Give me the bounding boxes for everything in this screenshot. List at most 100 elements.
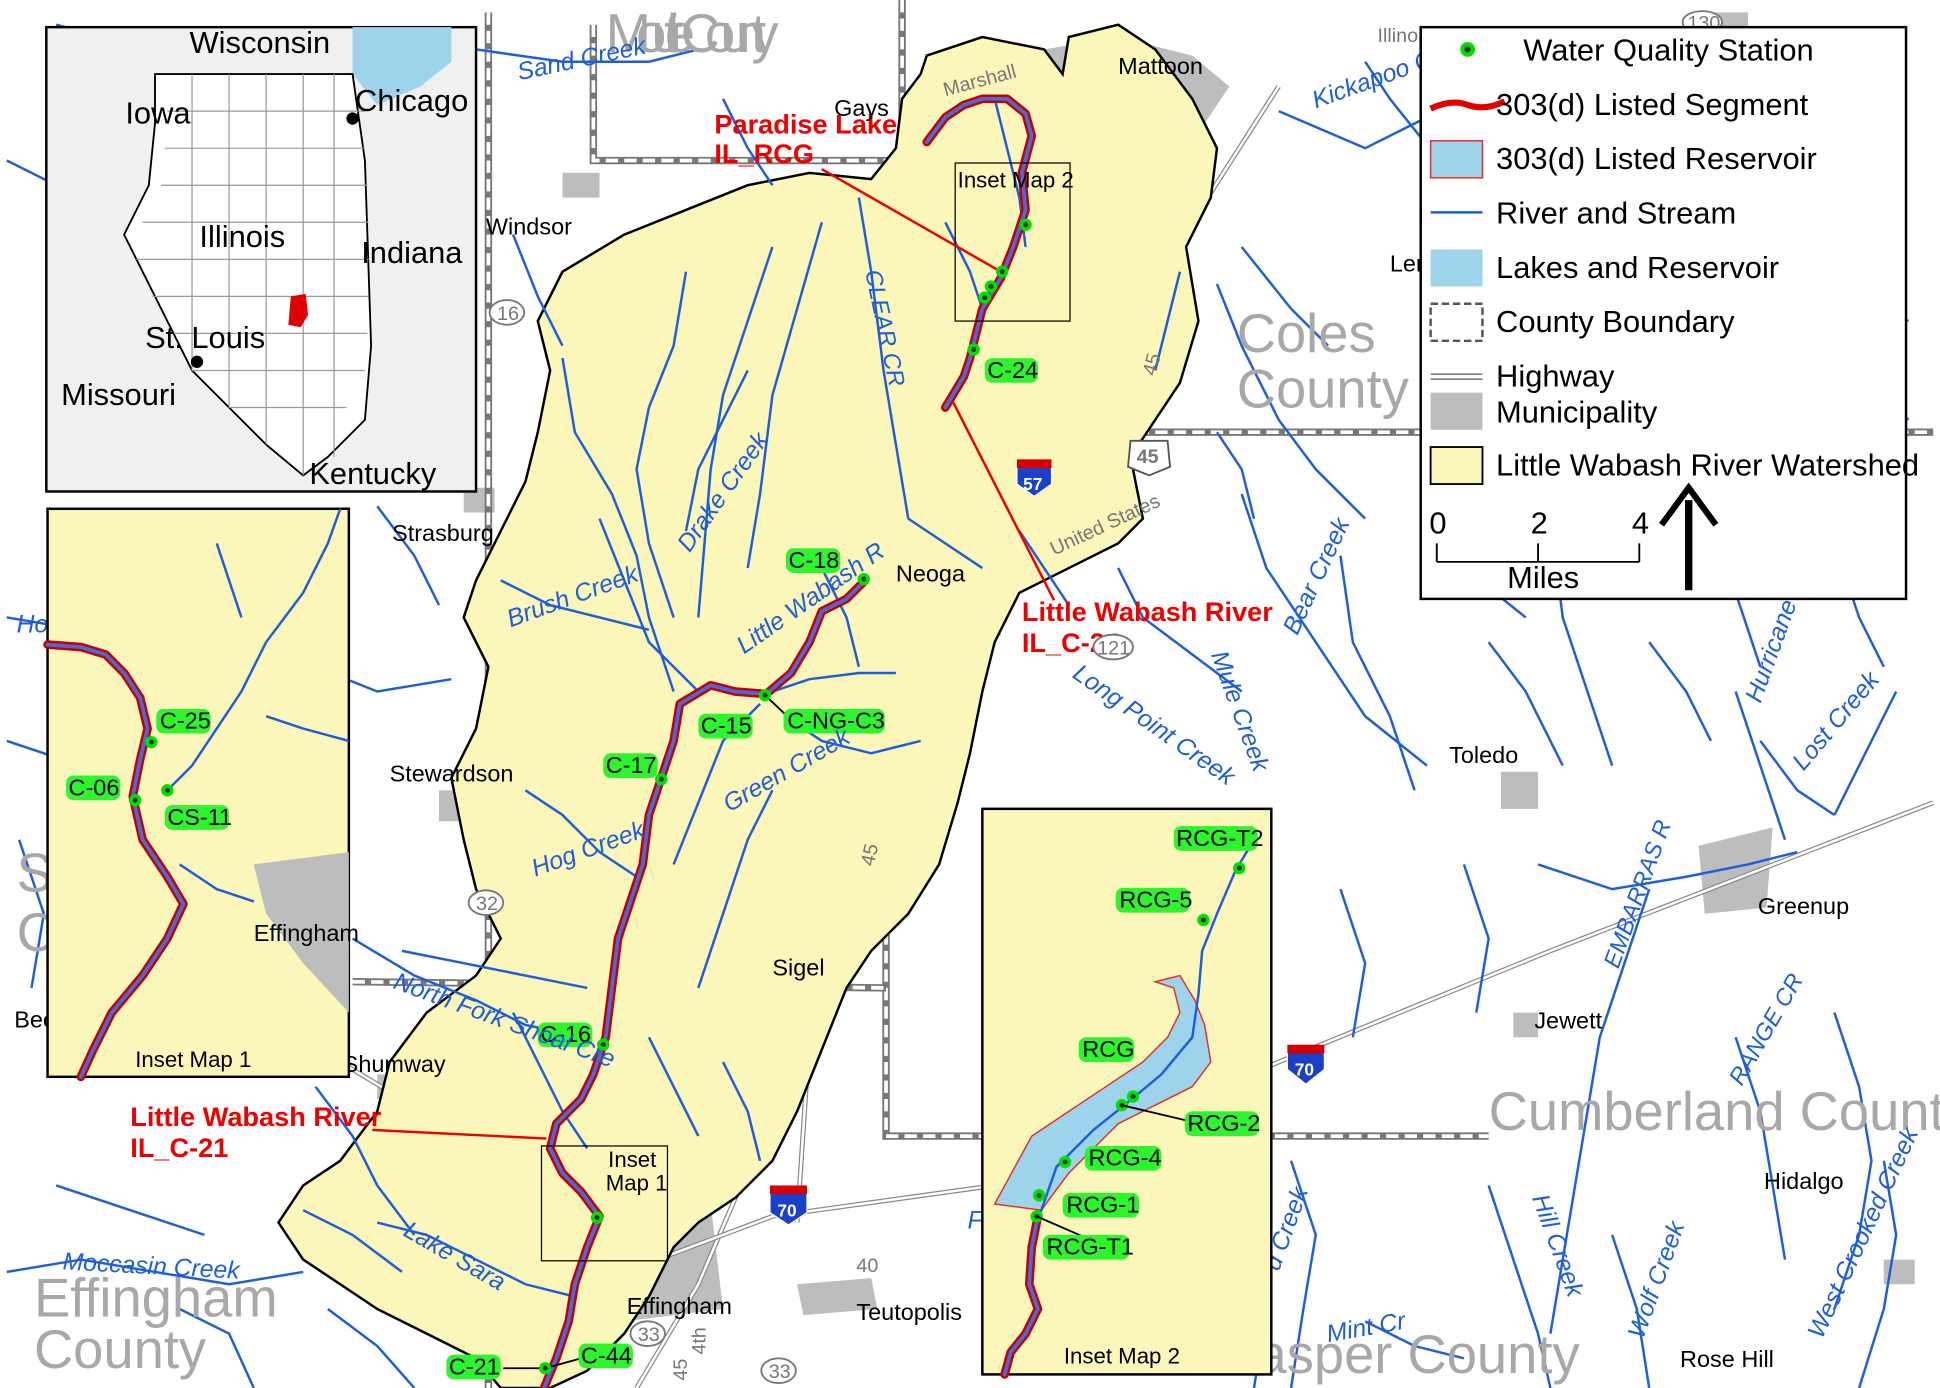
county-label-coles-2: County (1237, 359, 1410, 420)
road-label-illinois: Illinoi (1378, 25, 1423, 47)
segment-icon (1429, 98, 1507, 112)
road-label-40: 40 (856, 1255, 878, 1277)
legend-label: Municipality (1496, 394, 1658, 429)
locator-label-chicago: Chicago (355, 83, 468, 118)
road-marker-121: 121 (1097, 637, 1130, 659)
municipality-icon (1430, 392, 1483, 430)
county-label-effingham-2: County (34, 1319, 207, 1380)
legend-label: River and Stream (1496, 196, 1736, 231)
locator-label-illinois: Illinois (199, 219, 285, 254)
town-label-windsor: Windsor (486, 214, 572, 240)
scale-units: Miles (1507, 560, 1579, 595)
callout-little-wabash-c21-id: IL_C-21 (130, 1132, 228, 1163)
locator-label-wisconsin: Wisconsin (190, 25, 331, 60)
town-label-lerna: Ler (1390, 251, 1424, 277)
station-label-c44: C-44 (581, 1342, 632, 1368)
station-label-c06: C-06 (69, 774, 120, 800)
station-label-c18: C-18 (788, 547, 839, 573)
town-label-jewett: Jewett (1534, 1008, 1602, 1034)
town-label-strasburg: Strasburg (392, 520, 494, 546)
locator-label-missouri: Missouri (61, 377, 176, 412)
watershed-polygon (276, 23, 1219, 1388)
county-label-moultrie: Moultrie County (606, 3, 780, 64)
station-label-c25: C-25 (160, 708, 211, 734)
callout-paradise-lake: Paradise Lake (714, 108, 897, 139)
legend-label: Highway (1496, 359, 1615, 394)
town-label-gays: Gays (834, 95, 889, 121)
road-marker-i70: 70 (777, 1200, 796, 1220)
reservoir-icon (1429, 140, 1484, 179)
station-label-rcg-t2: RCG-T2 (1176, 825, 1263, 851)
station-label-rcg-2: RCG-2 (1187, 1110, 1260, 1136)
county-label-coles: Coles (1237, 303, 1376, 364)
inset-map-2: RCG-T2 RCG-5 RCG RCG-2 RCG-4 RCG-1 RCG-T… (981, 807, 1273, 1379)
station-label-cs11: CS-11 (167, 804, 232, 830)
inset-map-1-title: Inset Map 1 (135, 1047, 251, 1072)
inset1-label-effingham: Effingham (254, 920, 359, 946)
locator-label-st-louis: St. Louis (145, 320, 265, 355)
station-labels: C-24 C-18 C-15 C-NG-C3 C-17 C-16 C-21 C-… (446, 357, 1038, 1379)
station-label-c16: C-16 (540, 1021, 591, 1047)
scale-tick: 2 (1531, 505, 1548, 540)
legend-label: County Boundary (1496, 304, 1735, 339)
station-label-c15: C-15 (701, 713, 752, 739)
road-marker-i70: 70 (1295, 1060, 1314, 1080)
county-label-effingham: Effingham (34, 1267, 278, 1328)
road-label-45: 45 (670, 1359, 692, 1381)
road-marker-i57: 57 (1023, 474, 1042, 494)
station-label-rcg-1: RCG-1 (1066, 1192, 1139, 1218)
callout-little-wabash-c21: Little Wabash River (130, 1101, 381, 1132)
county-label-cumberland: Cumberland County (1489, 1081, 1940, 1142)
town-label-rose-hill: Rose Hill (1680, 1346, 1774, 1372)
county-icon (1429, 302, 1484, 343)
station-label-rcg-t1: RCG-T1 (1047, 1234, 1134, 1260)
lake-icon (1430, 249, 1483, 287)
town-label-shumway: Shumway (343, 1051, 446, 1077)
town-label-effingham: Effingham (627, 1293, 732, 1319)
station-label-c17: C-17 (606, 752, 657, 778)
road-label-45: 45 (857, 842, 883, 868)
north-arrow-icon (1659, 482, 1719, 591)
inset-box-1-label: Inset (608, 1147, 657, 1172)
road-label-4th: 4th (689, 1327, 711, 1354)
inset-box-1-label: Map 1 (606, 1170, 668, 1195)
legend: Water Quality Station 303(d) Listed Segm… (1419, 25, 1919, 601)
road-marker-33: 33 (638, 1324, 660, 1346)
locator-label-iowa: Iowa (125, 95, 191, 130)
town-label-sigel: Sigel (772, 955, 824, 981)
station-label-c21: C-21 (449, 1353, 500, 1379)
scale-tick: 0 (1429, 505, 1446, 540)
legend-label: Lakes and Reservoir (1496, 250, 1779, 285)
legend-label: 303(d) Listed Segment (1496, 87, 1809, 122)
county-label-jasper: asper County (1256, 1324, 1580, 1385)
inset-box-2-outline (954, 162, 1071, 322)
station-label-c24: C-24 (987, 357, 1038, 383)
station-label-rcg-4: RCG-4 (1089, 1145, 1162, 1171)
watershed-icon (1429, 446, 1484, 485)
locator-label-kentucky: Kentucky (309, 456, 437, 491)
station-label-rcg-5: RCG-5 (1119, 887, 1192, 913)
legend-label: Little Wabash River Watershed (1496, 447, 1919, 482)
stations (539, 218, 1032, 1375)
station-label-cng: C-NG-C3 (787, 708, 885, 734)
town-label-toledo: Toledo (1449, 742, 1518, 768)
town-label-greenup: Greenup (1758, 893, 1849, 919)
legend-label: Water Quality Station (1523, 33, 1813, 68)
inset-map-1: C-25 C-06 CS-11 Effingham Inset Map 1 (43, 507, 359, 1082)
road-marker-us45: 45 (1137, 446, 1159, 468)
callout-little-wabash-c24: Little Wabash River (1022, 596, 1273, 627)
road-marker-16: 16 (497, 303, 519, 325)
inset-box-2-label: Inset Map 2 (958, 168, 1074, 193)
stream-label-ho: Ho (17, 611, 49, 638)
town-label-teutopolis: Teutopolis (856, 1299, 962, 1325)
town-label-hidalgo: Hidalgo (1764, 1168, 1844, 1194)
town-label-stewardson: Stewardson (390, 761, 514, 787)
stream-label-f: F (968, 1208, 985, 1235)
town-label-mattoon: Mattoon (1118, 53, 1203, 79)
legend-label: 303(d) Listed Reservoir (1496, 141, 1817, 176)
road-marker-33: 33 (769, 1361, 791, 1383)
callout-leaders (372, 168, 1056, 1140)
road-marker-32: 32 (476, 893, 498, 915)
inset-box-1-outline (540, 1145, 669, 1262)
